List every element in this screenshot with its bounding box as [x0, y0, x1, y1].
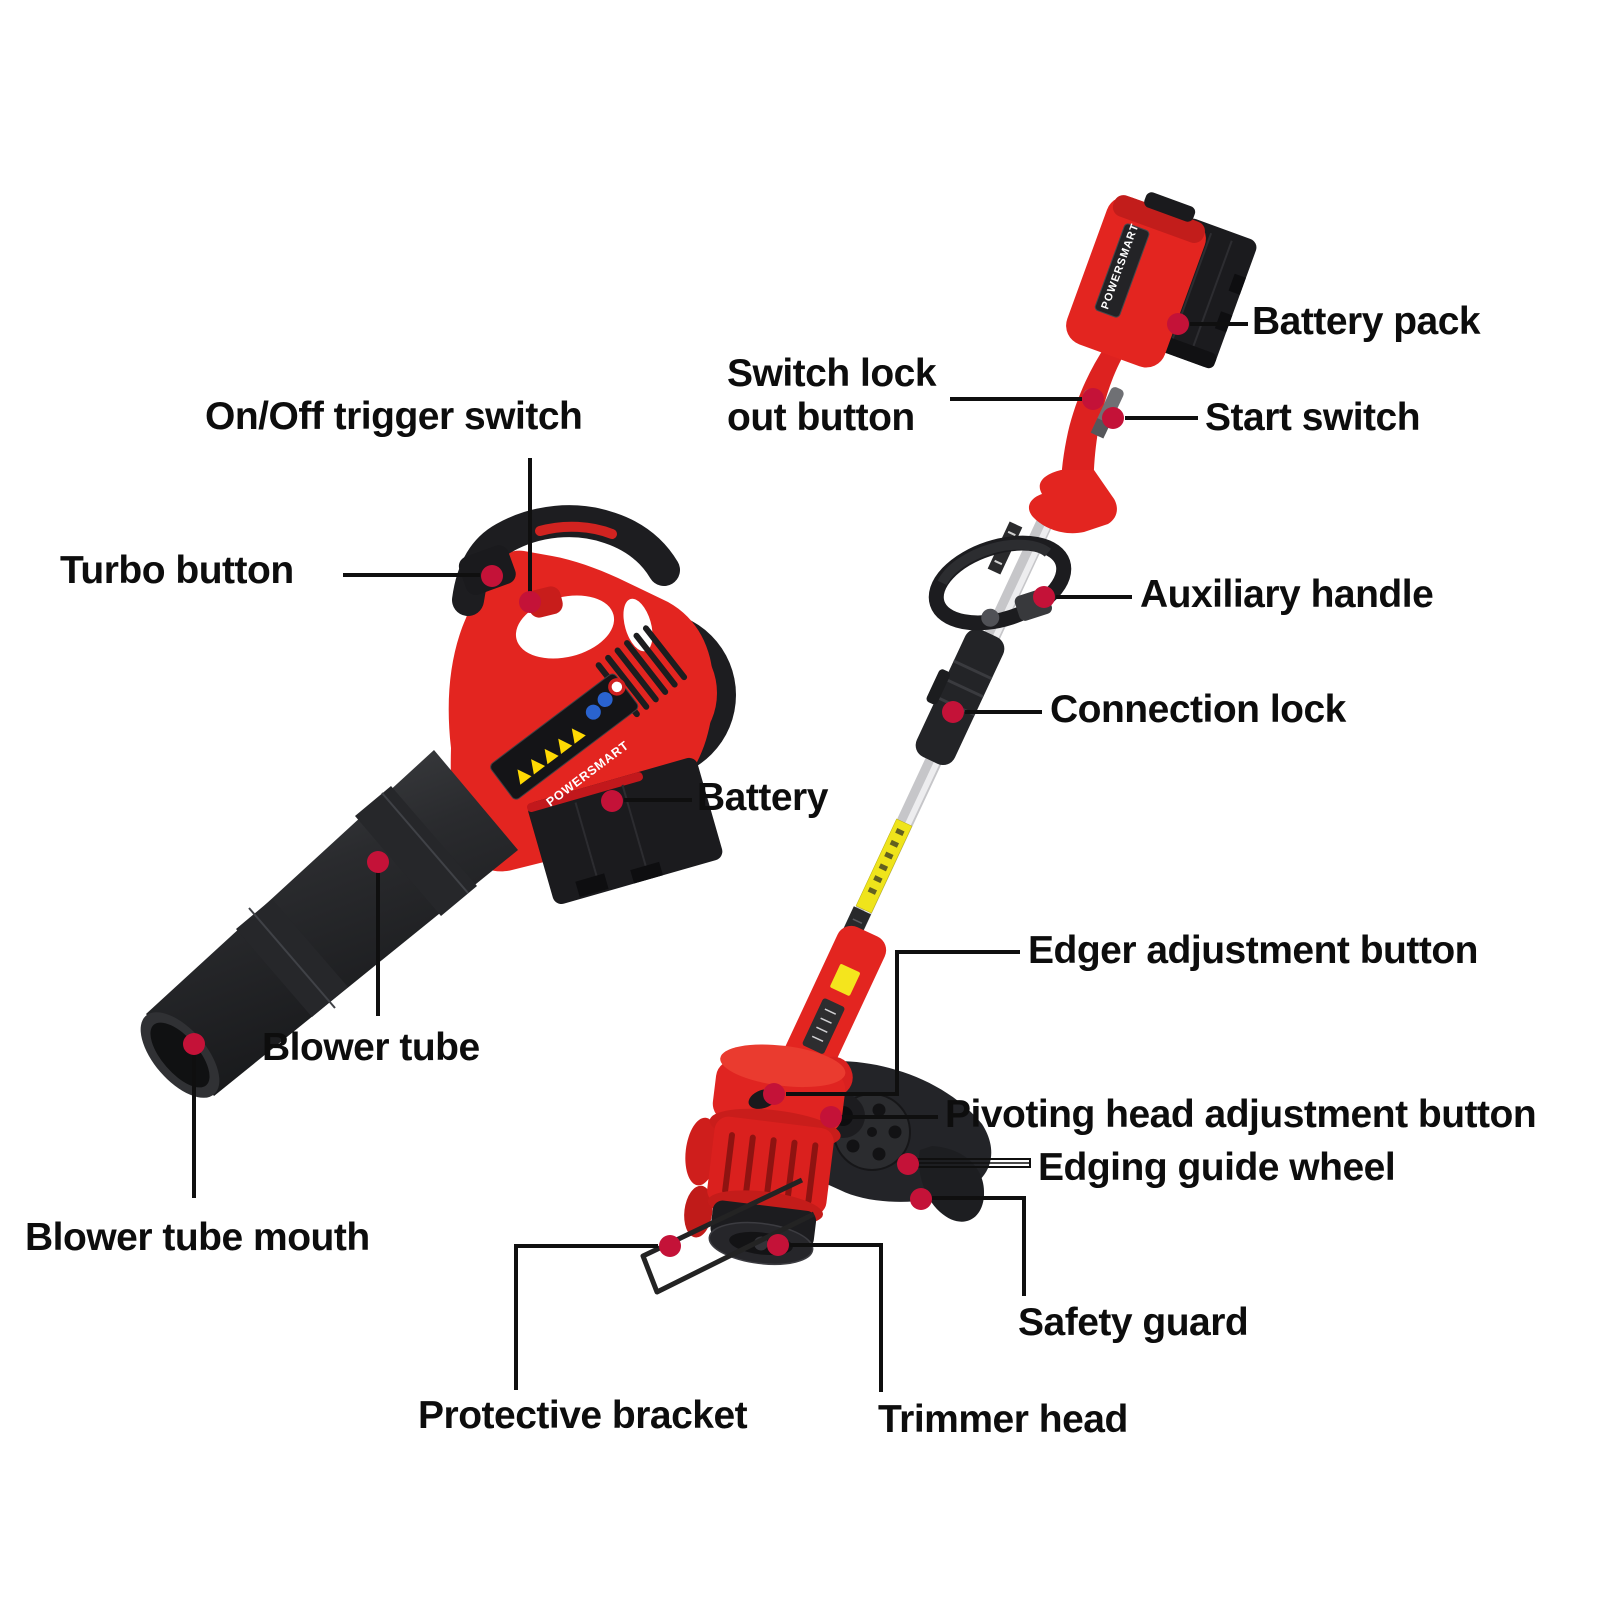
dot-blower-tube-mouth [183, 1033, 205, 1055]
leader-trimmer-head [790, 1243, 883, 1392]
leader-protective-bracket [514, 1244, 658, 1390]
dot-switch-lock-out-button [1082, 388, 1104, 410]
label-pivoting-head-adjustment-button: Pivoting head adjustment button [945, 1093, 1537, 1136]
dot-turbo-button [481, 565, 503, 587]
label-battery: Battery [697, 776, 828, 819]
leader-edger-adjustment-button [786, 950, 1020, 1096]
trimmer-protective-bracket [640, 1177, 816, 1295]
label-switch-lock-out-button: Switch lock out button [727, 352, 937, 439]
label-blower-tube-mouth: Blower tube mouth [25, 1216, 370, 1259]
label-turbo-button: Turbo button [60, 549, 294, 592]
label-auxiliary-handle: Auxiliary handle [1140, 573, 1434, 616]
trimmer-edging-guide-wheel [918, 1146, 985, 1222]
dot-on-off-trigger-switch [519, 591, 541, 613]
label-blower-tube: Blower tube [262, 1026, 480, 1069]
trimmer-auxiliary-handle [928, 535, 1072, 631]
leader-lines [192, 322, 1248, 1392]
dot-blower-tube [367, 851, 389, 873]
dot-protective-bracket [659, 1235, 681, 1257]
label-start-switch: Start switch [1205, 396, 1421, 439]
blower-battery [527, 757, 723, 905]
trimmer-lower-housing [777, 925, 887, 1091]
trimmer-grip-flare [1028, 470, 1117, 534]
label-safety-guard: Safety guard [1018, 1301, 1249, 1344]
label-trimmer-head: Trimmer head [878, 1398, 1128, 1441]
dot-connection-lock [942, 701, 964, 723]
mandatory-icon [585, 704, 601, 720]
prohibition-icon [608, 678, 626, 696]
blower-warning-label [490, 673, 639, 800]
dot-start-switch [1102, 407, 1124, 429]
dot-edging-guide-wheel [897, 1153, 919, 1175]
label-connection-lock: Connection lock [1050, 688, 1346, 731]
leader-safety-guard [932, 1196, 1026, 1296]
shaft-warning-label [855, 818, 913, 914]
leaf-blower-illustration: POWERSMART [140, 505, 736, 1098]
label-battery-pack: Battery pack [1252, 300, 1481, 343]
dot-safety-guard [910, 1188, 932, 1210]
callout-dots [183, 313, 1189, 1257]
dot-auxiliary-handle [1033, 586, 1055, 608]
label-edging-guide-wheel: Edging guide wheel [1038, 1146, 1396, 1189]
dot-trimmer-head [767, 1234, 789, 1256]
trimmer-head [684, 1044, 846, 1266]
label-edger-adjustment-button: Edger adjustment button [1028, 929, 1479, 972]
dot-battery [601, 790, 623, 812]
dot-pivoting-head-adjustment-button [820, 1106, 842, 1128]
tube-clamp-ring [355, 786, 477, 916]
mandatory-icon [597, 692, 613, 708]
trimmer-connection-lock [915, 628, 1005, 766]
dot-battery-pack [1167, 313, 1189, 335]
label-on-off-trigger-switch: On/Off trigger switch [205, 395, 583, 438]
warning-triangle-icons [517, 728, 586, 785]
label-protective-bracket: Protective bracket [418, 1394, 748, 1437]
dot-edger-adjustment-button [763, 1083, 785, 1105]
